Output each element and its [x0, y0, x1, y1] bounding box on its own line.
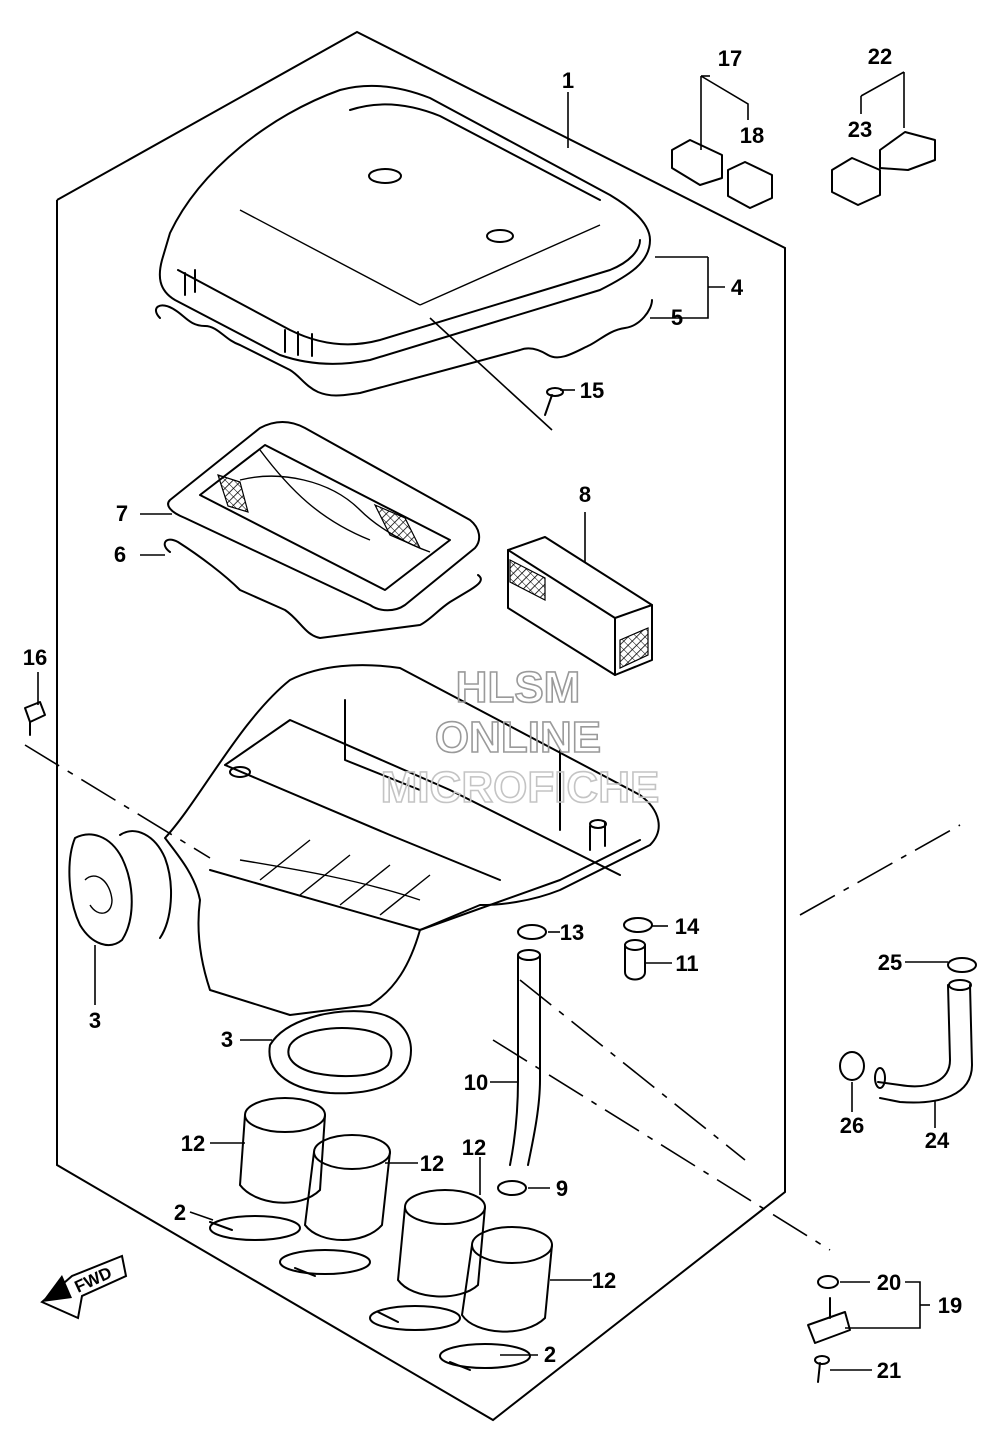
- clip-9: [497, 1180, 527, 1196]
- callout-9: 9: [556, 1176, 568, 1201]
- callout-16: 16: [23, 645, 47, 670]
- bracket-17: [671, 139, 723, 186]
- clamp-26: [839, 1051, 865, 1081]
- callout-24: 24: [925, 1128, 950, 1153]
- cap-seal: [155, 299, 653, 397]
- leader-lines: [37, 71, 948, 1371]
- air-cleaner-cap: [158, 84, 651, 365]
- callout-numbers: 1 2 2 3 3 4 5 6 7 8 9 10 11 12 12 12 12 …: [23, 44, 962, 1383]
- callout-8: 8: [579, 482, 591, 507]
- watermark-line-1: HLSM: [456, 663, 581, 712]
- callout-4: 4: [731, 275, 744, 300]
- callout-12-c: 12: [462, 1135, 486, 1160]
- callout-20: 20: [877, 1270, 901, 1295]
- callout-23: 23: [848, 117, 872, 142]
- callout-10: 10: [464, 1070, 488, 1095]
- air-cleaner-element: [507, 536, 653, 676]
- callout-12-d: 12: [592, 1268, 616, 1293]
- callout-19: 19: [938, 1293, 962, 1318]
- intake-pipe-2: [304, 1134, 391, 1241]
- callout-14: 14: [675, 914, 700, 939]
- watermark-line-2: ONLINE: [435, 713, 601, 762]
- clip-13: [517, 924, 547, 940]
- callout-21: 21: [877, 1358, 901, 1383]
- callout-7: 7: [116, 501, 128, 526]
- clip-25: [947, 957, 977, 973]
- callout-2-lower: 2: [544, 1342, 556, 1367]
- cushion-23: [831, 157, 881, 206]
- clamp-upper: [209, 1215, 371, 1277]
- callout-15: 15: [580, 378, 604, 403]
- callout-6: 6: [114, 542, 126, 567]
- callout-17: 17: [718, 46, 742, 71]
- callout-12-a: 12: [181, 1131, 205, 1156]
- callout-26: 26: [840, 1113, 864, 1138]
- callout-18: 18: [740, 123, 764, 148]
- air-cleaner-case: [164, 664, 660, 1016]
- sensor-19: [807, 1297, 851, 1344]
- fwd-arrow-icon: FWD: [40, 1254, 128, 1320]
- callout-3-bottom: 3: [221, 1027, 233, 1052]
- element-holder: [167, 421, 481, 612]
- callout-11: 11: [675, 951, 698, 976]
- screw-21: [814, 1355, 830, 1383]
- watermark: HLSM ONLINE MICROFICHE: [380, 662, 660, 813]
- callout-1: 1: [562, 68, 574, 93]
- callout-22: 22: [868, 44, 892, 69]
- intake-boot-left: [68, 830, 173, 946]
- assembly-frame: [56, 30, 786, 1422]
- callout-13: 13: [560, 920, 584, 945]
- intake-pipe-4: [461, 1226, 553, 1333]
- reference-lines: [24, 744, 961, 1251]
- bracket-22: [879, 131, 936, 171]
- hose-24: [874, 979, 973, 1104]
- cushion-18: [727, 161, 773, 209]
- drain-hose: [509, 949, 541, 1166]
- callout-25: 25: [878, 950, 902, 975]
- drain-cap: [624, 939, 646, 981]
- screw-15: [544, 387, 564, 416]
- clip-14: [623, 917, 653, 933]
- oring-20: [817, 1275, 839, 1289]
- intake-pipe-1: [239, 1097, 326, 1204]
- intake-pipe-3: [397, 1189, 486, 1298]
- callout-5: 5: [671, 305, 683, 330]
- callout-2-upper: 2: [174, 1200, 186, 1225]
- callout-3-left: 3: [89, 1008, 101, 1033]
- intake-boot-bottom: [268, 1010, 412, 1095]
- clamp-lower: [369, 1305, 531, 1371]
- bolt-16: [24, 701, 46, 736]
- callout-12-b: 12: [420, 1151, 444, 1176]
- watermark-line-3: MICROFICHE: [381, 763, 660, 812]
- holder-seal: [163, 538, 482, 639]
